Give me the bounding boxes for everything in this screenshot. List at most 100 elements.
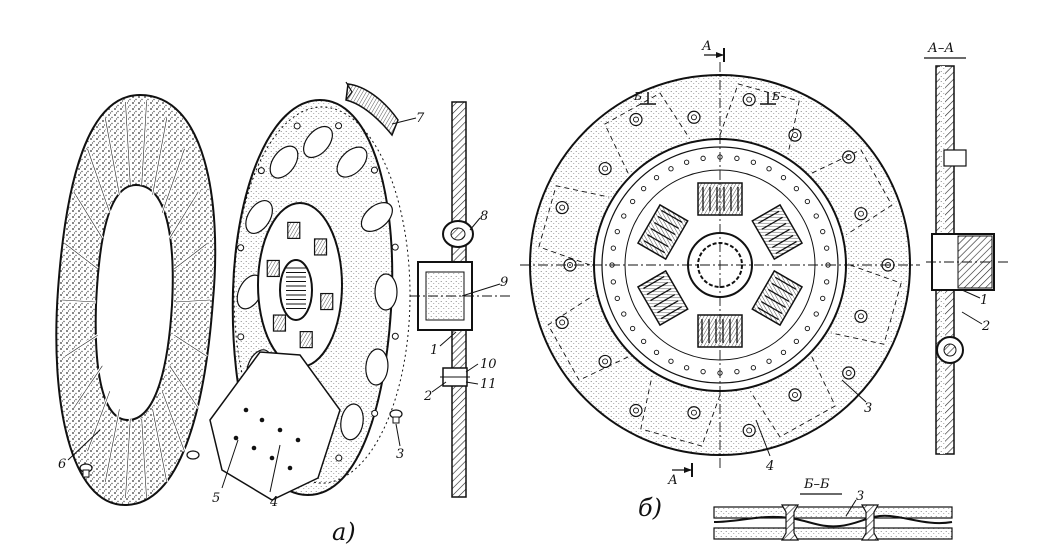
damper-window [272,314,287,332]
flange-hole [610,279,616,285]
damper-window [313,238,328,256]
damper-window [751,203,804,261]
damper-spring-coil [643,275,665,289]
damper-window [287,221,301,239]
part-label-4: 4 [269,495,278,510]
damper-spring-coil [774,276,797,290]
lining-groove-edge [141,418,147,498]
flange-hole [683,159,690,165]
lining-rivet [687,110,701,124]
section-bb-title: Б–Б [803,477,830,492]
lining-rivet [629,112,643,127]
lining-groove-edge [87,391,111,452]
flange-hole [610,245,616,251]
figure-b-caption: б) [638,494,662,522]
lining-rivet-bore [746,96,753,103]
sector-rivet [269,455,275,461]
flange-hole [780,174,787,181]
section-aa-view: А–А 1 2 [924,41,1010,455]
lining-rivet [854,309,868,323]
lining-rivet [555,315,569,330]
disc-rivet [257,167,265,175]
lining-groove-edge [125,418,131,498]
damper-spring-coil [657,215,680,230]
damper-spring-coil [647,234,669,248]
lining-groove-edge [175,299,211,303]
part-label-1: 1 [430,343,438,358]
damper-window [299,331,313,349]
disc-rivet [370,166,378,174]
lining-groove-edge [73,191,103,239]
flange-hole [766,358,772,364]
damper-spring-coil [761,216,783,230]
disc-segment-window [303,125,333,159]
hidden-segment [538,185,610,266]
lining-rivet-bore [858,313,864,320]
figure-b-front-view: А А Б Б 3 4 б) [520,39,920,522]
flange-hole [793,338,800,345]
section-aa-title: А–А [927,41,954,56]
lining-groove-edge [161,391,185,452]
part-label-2: 2 [981,319,990,334]
section-rivet [780,504,800,541]
lining-rivet [854,207,868,221]
part-label-11: 11 [480,377,497,392]
section-a-arrow-top [704,48,725,62]
cutaway-sector [209,351,341,501]
hidden-segment [604,92,691,174]
sector-rivet [287,465,293,471]
lining-rivets [555,92,895,438]
damper-spring-coil [654,221,676,236]
lining-rivet [788,128,802,142]
lining-groove-edge [141,102,147,186]
damper-spring-coil [653,294,676,308]
disc-side-section [410,101,510,498]
rivet [186,450,200,460]
cushion-spring-segment [345,83,399,137]
damper-spring-coil [771,234,794,249]
disc-rivet [237,333,245,341]
flange-hole [804,325,811,332]
flange-hole [813,311,819,317]
part-label-6: 6 [58,457,66,472]
damper-spring-coil [764,294,786,309]
disc-rivet [391,332,399,340]
disc-segment-window [245,200,273,234]
rivet [389,409,403,424]
lining-rivet-bore [602,165,609,172]
figure-a-caption: а) [332,518,356,546]
lining-rivet-bore [792,391,798,398]
flange-hole [614,295,620,302]
disc-segment-window [360,202,393,232]
damper-spring-windows [636,182,804,348]
sector-rivet [243,407,249,413]
lining-rivet-bore [746,427,753,434]
sector-rivet [259,417,265,423]
lining-rivet-bore [633,407,639,414]
flange-hole [700,155,706,161]
lining-groove-edge [152,118,168,195]
section-a-mark-top: А [701,39,712,54]
lining-groove-edge [125,102,131,186]
disc-rivet [335,454,343,462]
hidden-segment [640,375,721,447]
damper-spring-coil [771,282,793,296]
sector-rivet [233,435,239,441]
section-rivet [860,504,880,541]
lining-rivet [598,354,612,369]
lining-groove-edge [104,118,120,195]
wave-spring-plate [713,514,953,528]
flange-hole [621,213,627,219]
figure-a-exploded-view: 1 2 3 4 5 6 7 8 9 10 11 а) [55,81,510,546]
lining-rivet-bore [602,358,609,365]
lining-rivet-bore [633,116,639,123]
section-a-arrow-bottom [672,463,693,477]
damper-spring-coil [767,288,790,302]
lining-rivet [598,161,612,176]
lining-groove-edge [174,334,208,357]
lining-groove-edge [169,365,199,409]
lining-groove-edge [174,243,208,269]
part-label-3: 3 [856,489,864,504]
disc-segment-window [336,146,368,178]
